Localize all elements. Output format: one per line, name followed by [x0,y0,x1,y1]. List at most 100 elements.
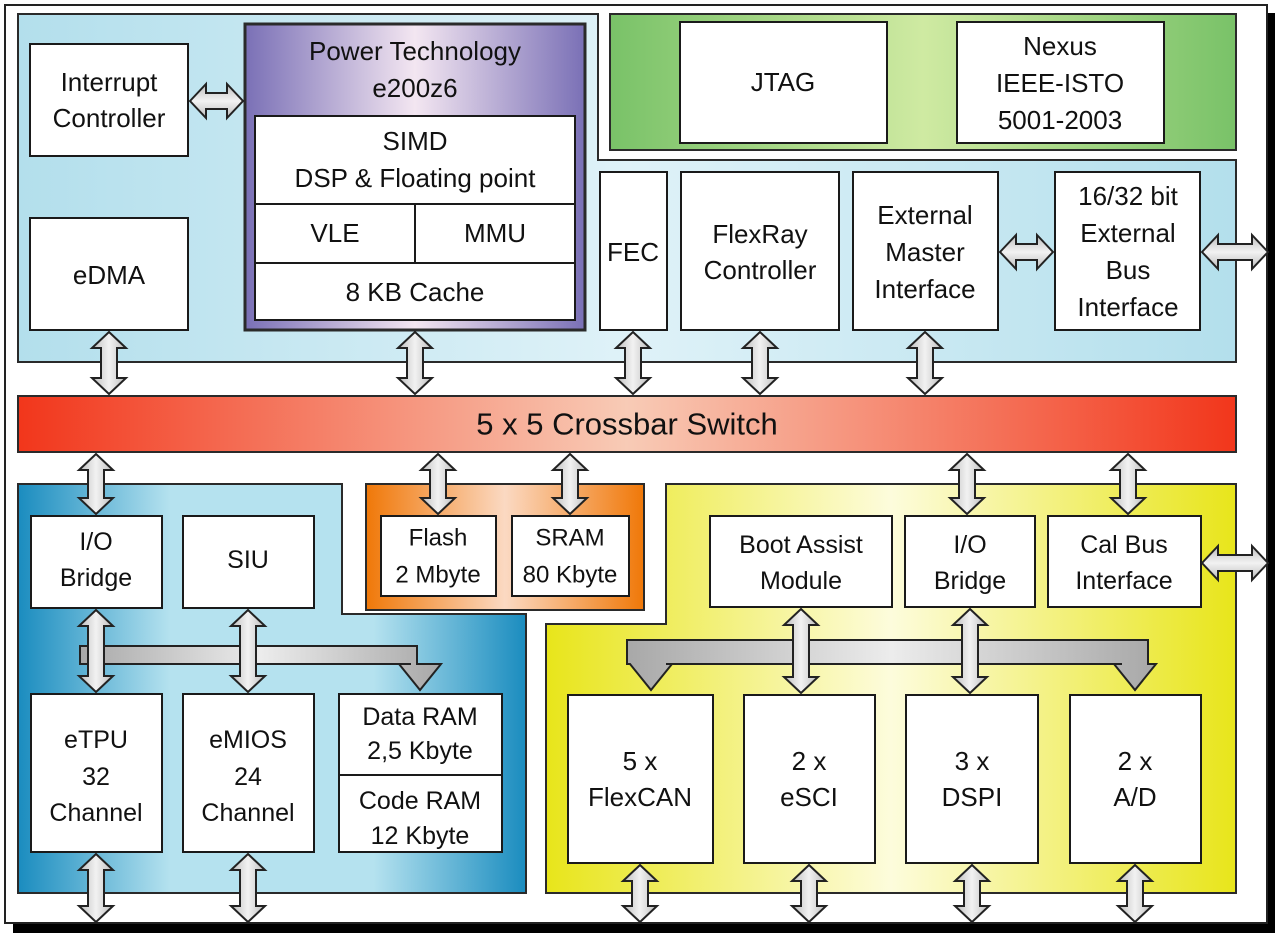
crossbar-cal-bus-arrow-icon [1108,452,1148,516]
sram-line-2: 80 Kbyte [523,562,618,589]
external-master-line-2: Master [885,237,965,267]
code-ram-line-1: Code RAM [359,787,481,815]
sram-line-1: SRAM [535,525,604,552]
external-master-interface-block: External Master Interface [852,171,999,331]
flexray-line-1: FlexRay [712,219,807,249]
connection-arrows [76,81,1270,924]
external-bus-line-4: Interface [1077,292,1178,322]
etpu-block: eTPU 32 Channel [30,693,163,853]
edma-crossbar-arrow-icon [89,330,129,396]
cal-bus-line-1: Cal Bus [1080,531,1168,559]
siu-emios-arrow-icon [228,608,268,694]
boot-assist-module-block: Boot Assist Module [709,515,893,608]
edma-label: eDMA [73,260,146,290]
crossbar-io-bridge-left-arrow-icon [76,452,116,516]
external-bus-line-3: Bus [1106,255,1151,285]
io-bridge-right-block: I/O Bridge [904,515,1036,608]
crossbar-switch [17,395,1237,453]
ext-master-crossbar-arrow-icon [905,330,945,396]
esci-line-2: eSCI [780,782,838,812]
interrupt-core-arrow-icon [188,81,245,121]
etpu-pins-arrow-icon [76,852,116,924]
io-bridge-left-block: I/O Bridge [30,515,163,609]
external-master-line-1: External [877,200,972,230]
external-bus-line-2: External [1080,218,1175,248]
esci-pins-arrow-icon [789,863,829,924]
adc-line-1: 2 x [1118,746,1153,776]
boot-assist-esci-arrow-icon [781,607,821,695]
dspi-line-2: DSPI [942,782,1003,812]
io-bridge-left-line-1: I/O [79,528,112,556]
data-ram-line-2: 2,5 Kbyte [367,737,473,765]
crossbar-sram-arrow-icon [550,452,590,516]
io-bridge-dspi-arrow-icon [950,607,990,695]
ext-bus-offchip-arrow-icon [1200,232,1270,272]
emios-line-1: eMIOS [209,726,287,754]
cal-bus-offchip-arrow-icon [1200,543,1270,583]
esci-line-1: 2 x [792,746,827,776]
boot-assist-line-2: Module [760,567,842,595]
flexcan-pins-arrow-icon [620,863,660,924]
edma-block: eDMA [29,217,189,331]
emios-pins-arrow-icon [228,852,268,924]
interrupt-controller-line-2: Controller [53,103,166,133]
boot-assist-line-1: Boot Assist [739,531,863,559]
dspi-line-1: 3 x [955,746,990,776]
flexray-line-2: Controller [704,255,817,285]
adc-pins-arrow-icon [1115,863,1155,924]
peripheral-internal-bus [626,639,1159,692]
nexus-line-1: Nexus [1023,31,1097,61]
crossbar-io-bridge-right-arrow-icon [947,452,987,516]
fec-block: FEC [599,171,668,331]
fec-crossbar-arrow-icon [613,330,653,396]
core-internals: SIMD DSP & Floating point VLE MMU 8 KB C… [254,115,576,321]
mmu-label: MMU [464,218,526,248]
emios-line-3: Channel [201,799,294,827]
emios-line-2: 24 [234,763,262,791]
core-title-line-2: e200z6 [372,73,457,103]
jtag-block: JTAG [679,21,888,144]
cal-bus-line-2: Interface [1075,567,1172,595]
ext-master-ext-bus-arrow-icon [998,232,1055,272]
etpu-ram-block: Data RAM 2,5 Kbyte Code RAM 12 Kbyte [338,693,503,853]
emios-block: eMIOS 24 Channel [182,693,315,853]
flexcan-line-1: 5 x [623,746,658,776]
io-bridge-right-line-2: Bridge [934,567,1006,595]
nexus-line-3: 5001-2003 [998,105,1122,135]
flexray-block: FlexRay Controller [680,171,840,331]
adc-line-2: A/D [1113,782,1156,812]
simd-line-2: DSP & Floating point [295,163,537,193]
dspi-block: 3 x DSPI [905,694,1039,864]
external-bus-line-1: 16/32 bit [1078,181,1179,211]
io-bridge-right-line-1: I/O [953,531,986,559]
external-master-line-3: Interface [874,274,975,304]
external-bus-interface-block: 16/32 bit External Bus Interface [1054,171,1201,331]
siu-label: SIU [227,546,269,574]
cache-label: 8 KB Cache [346,277,485,307]
sram-block: SRAM 80 Kbyte [511,515,630,597]
io-bridge-left-line-2: Bridge [60,564,132,592]
code-ram-line-2: 12 Kbyte [371,822,470,850]
esci-block: 2 x eSCI [743,694,876,864]
nexus-line-2: IEEE-ISTO [996,68,1124,98]
etpu-line-1: eTPU [64,726,128,754]
fec-label: FEC [607,237,659,267]
jtag-label: JTAG [751,67,816,97]
io-bridge-etpu-arrow-icon [76,608,116,694]
siu-block: SIU [182,515,315,609]
flash-block: Flash 2 Mbyte [380,515,497,597]
data-ram-line-1: Data RAM [362,703,477,731]
etpu-line-3: Channel [49,799,142,827]
crossbar-label: 5 x 5 Crossbar Switch [476,407,778,442]
interrupt-controller-line-1: Interrupt [61,67,159,97]
crossbar-flash-arrow-icon [418,452,458,516]
flexray-crossbar-arrow-icon [740,330,780,396]
flexcan-block: 5 x FlexCAN [567,694,714,864]
core-title-line-1: Power Technology [309,36,521,66]
dspi-pins-arrow-icon [952,863,992,924]
adc-block: 2 x A/D [1069,694,1202,864]
cal-bus-interface-block: Cal Bus Interface [1047,515,1202,608]
flash-line-1: Flash [409,525,468,552]
simd-line-1: SIMD [383,126,448,156]
